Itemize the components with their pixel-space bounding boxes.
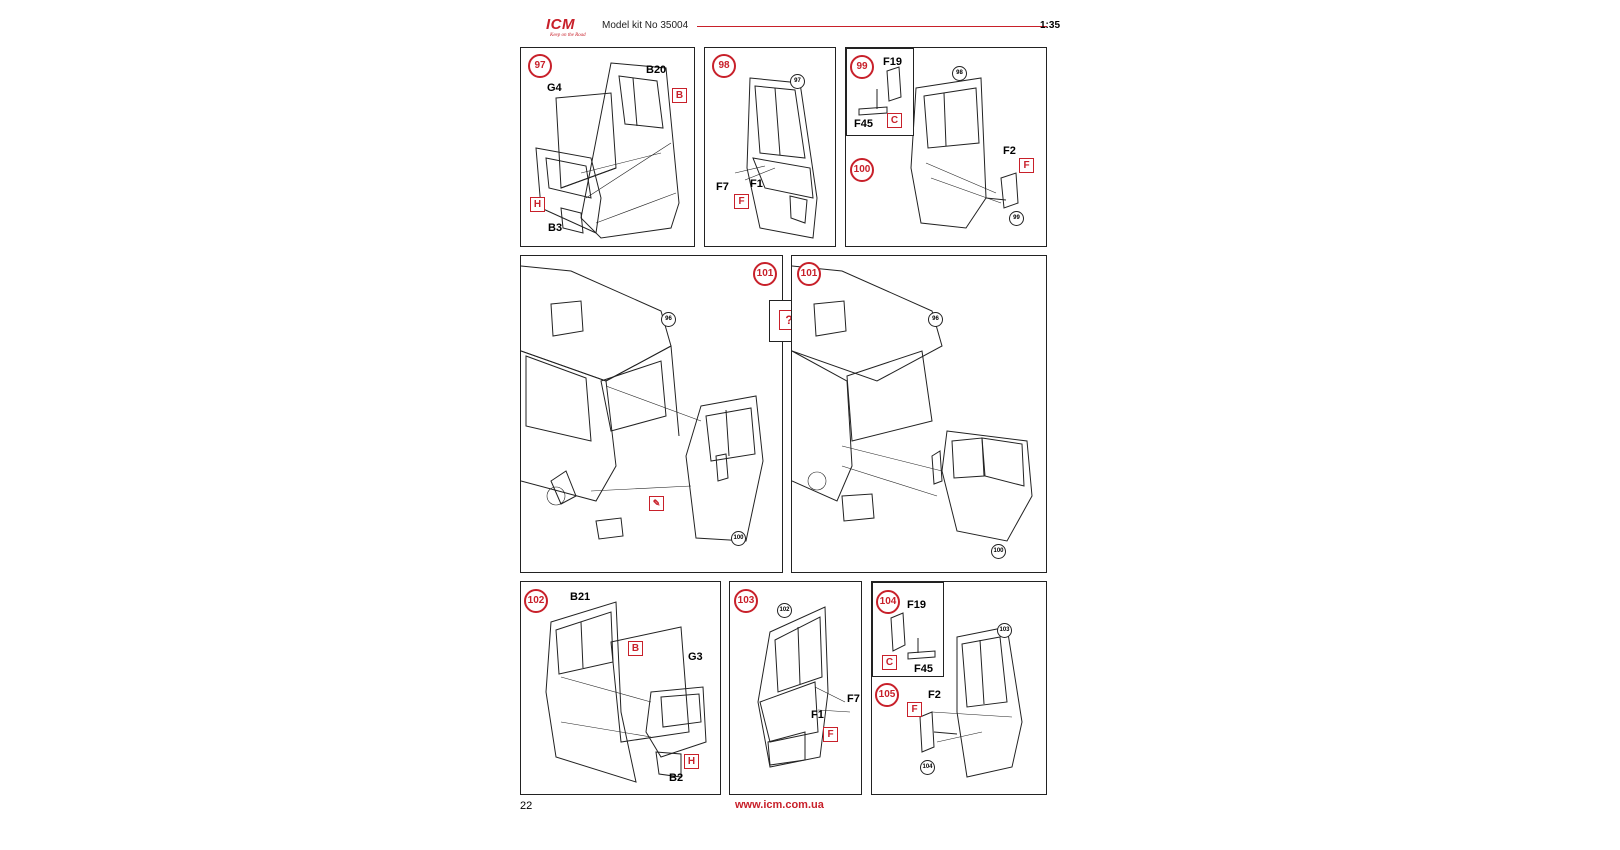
step-number-badge: 98 bbox=[712, 54, 736, 78]
step-number-badge: 102 bbox=[524, 589, 548, 613]
ref-step-103: 103 bbox=[997, 623, 1012, 638]
part-label-f7: F7 bbox=[847, 693, 860, 705]
ref-step-98: 98 bbox=[952, 66, 967, 81]
part-label-f1: F1 bbox=[811, 709, 824, 721]
step-104-drawing bbox=[890, 612, 936, 660]
ref-step-104: 104 bbox=[920, 760, 935, 775]
paint-code-f: F bbox=[1019, 158, 1034, 173]
kit-title: Model kit No 35004 bbox=[602, 20, 689, 31]
step-number-badge: 99 bbox=[850, 55, 874, 79]
step-100-drawing bbox=[910, 77, 1019, 229]
part-label-b3: B3 bbox=[548, 222, 563, 234]
part-label-f45: F45 bbox=[914, 663, 933, 675]
step-99-subpanel: 99 F19 F45 C bbox=[846, 48, 914, 136]
step-103-drawing bbox=[757, 606, 851, 768]
step-99-100-panel: 99 F19 F45 C 100 98 99 F2 F bbox=[845, 47, 1047, 247]
step-number-badge: 97 bbox=[528, 54, 552, 78]
ref-step-100: 100 bbox=[731, 531, 746, 546]
paint-code-h: H bbox=[684, 754, 699, 769]
step-number-badge: 100 bbox=[850, 158, 874, 182]
step-number-badge: 101 bbox=[753, 262, 777, 286]
scale-label: 1:35 bbox=[1039, 20, 1060, 31]
step-101-left-drawing bbox=[521, 265, 764, 542]
website-link[interactable]: www.icm.com.ua bbox=[735, 799, 824, 811]
part-label-f7: F7 bbox=[716, 181, 729, 193]
ref-step-100: 100 bbox=[991, 544, 1006, 559]
step-98-panel: 98 97 F7 F1 F bbox=[704, 47, 836, 247]
step-102-panel: 102 B21 G3 B2 B H bbox=[520, 581, 721, 795]
paint-code-c: C bbox=[887, 113, 902, 128]
part-label-b2: B2 bbox=[669, 772, 684, 784]
page-number: 22 bbox=[520, 800, 533, 812]
paint-code-f: F bbox=[823, 727, 838, 742]
step-number-badge: 105 bbox=[875, 683, 899, 707]
brand-logo: ICM bbox=[546, 16, 575, 33]
glue-icon: ✎ bbox=[649, 496, 664, 511]
step-101-panel-right: 101 96 100 bbox=[791, 255, 1047, 573]
step-101-panel-left: 101 96 100 ✎ bbox=[520, 255, 783, 573]
step-104-105-panel: 104 F19 F45 C 105 103 104 F2 F bbox=[871, 581, 1047, 795]
part-label-f1: F1 bbox=[750, 178, 763, 190]
step-97-drawing bbox=[535, 62, 680, 239]
ref-step-97: 97 bbox=[790, 74, 805, 89]
paint-code-b: B bbox=[628, 641, 643, 656]
brand-tagline: Keep on the Road bbox=[550, 33, 586, 38]
step-104-subpanel: 104 F19 F45 C bbox=[872, 582, 944, 677]
part-label-g4: G4 bbox=[547, 82, 562, 94]
part-label-f2: F2 bbox=[928, 689, 941, 701]
part-label-f19: F19 bbox=[907, 599, 926, 611]
paint-code-f: F bbox=[907, 702, 922, 717]
header-rule bbox=[697, 26, 1047, 27]
ref-step-96: 96 bbox=[928, 312, 943, 327]
step-97-panel: 97 B20 G4 B3 B H bbox=[520, 47, 695, 247]
part-label-b21: B21 bbox=[570, 591, 591, 603]
part-label-b20: B20 bbox=[646, 64, 667, 76]
step-103-panel: 103 102 F7 F1 F bbox=[729, 581, 862, 795]
ref-step-99: 99 bbox=[1009, 211, 1024, 226]
page-header: ICM Keep on the Road Model kit No 35004 … bbox=[540, 14, 1060, 40]
part-label-f45: F45 bbox=[854, 118, 873, 130]
step-101-right-drawing bbox=[792, 265, 1033, 542]
step-number-badge: 103 bbox=[734, 589, 758, 613]
ref-step-102: 102 bbox=[777, 603, 792, 618]
paint-code-f: F bbox=[734, 194, 749, 209]
part-label-g3: G3 bbox=[688, 651, 703, 663]
paint-code-c: C bbox=[882, 655, 897, 670]
part-label-f19: F19 bbox=[883, 56, 902, 68]
paint-code-b: B bbox=[672, 88, 687, 103]
step-number-badge: 104 bbox=[876, 590, 900, 614]
part-label-f2: F2 bbox=[1003, 145, 1016, 157]
step-number-badge: 101 bbox=[797, 262, 821, 286]
paint-code-h: H bbox=[530, 197, 545, 212]
ref-step-96: 96 bbox=[661, 312, 676, 327]
step-102-drawing bbox=[545, 601, 707, 783]
